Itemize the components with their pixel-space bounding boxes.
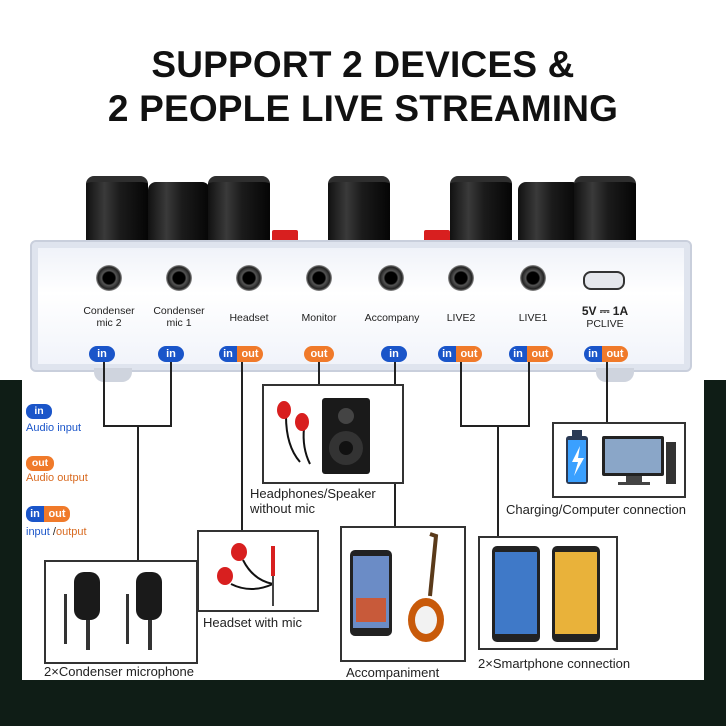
legend-audio-input: Audio input	[26, 422, 82, 434]
sound-card-back-panel	[30, 240, 692, 372]
knob-icon	[574, 176, 636, 244]
port-label-live1: LIVE1	[518, 312, 548, 324]
caption-mics: 2×Condenser microphone	[44, 664, 194, 679]
caption-headphones-sub: without mic	[250, 501, 316, 516]
charging-computer-box	[552, 422, 686, 498]
jack-condenser-mic-2	[96, 265, 122, 291]
jack-headset	[236, 265, 262, 291]
knob-icon	[328, 176, 390, 244]
smartphones-icon	[492, 546, 600, 642]
badge-in: in	[89, 346, 115, 362]
red-button-icon	[424, 230, 450, 242]
battery-computer-icon	[566, 430, 676, 485]
knob-icon	[208, 176, 270, 244]
headphones-speaker-box	[262, 384, 404, 484]
caption-charging: Charging/Computer connection	[506, 502, 686, 517]
smartphones-box	[478, 536, 618, 650]
headline-line-2: 2 PEOPLE LIVE STREAMING	[107, 88, 619, 129]
caption-accompaniment: Accompaniment	[346, 665, 440, 680]
badge-in: in	[381, 346, 407, 362]
jack-live1	[520, 265, 546, 291]
usb-c-port-icon	[583, 271, 625, 290]
headphones-speaker-icon	[277, 398, 370, 474]
device-foot	[94, 368, 132, 382]
badge-in: in	[158, 346, 184, 362]
port-label-headset: Headset	[229, 312, 269, 324]
jack-monitor	[306, 265, 332, 291]
knob-icon	[518, 182, 580, 244]
port-label-monitor: Monitor	[301, 312, 337, 324]
accompaniment-box	[340, 526, 466, 662]
caption-smartphones: 2×Smartphone connection	[478, 656, 631, 671]
legend-audio-output: Audio output	[26, 472, 88, 484]
headset-with-mic-icon	[217, 543, 275, 606]
badge-out: out	[304, 346, 334, 362]
headline-line-1: SUPPORT 2 DEVICES &	[151, 44, 575, 85]
port-label-accompany: Accompany	[364, 312, 420, 324]
legend-input-output: input /output	[26, 526, 87, 538]
phone-guitar-icon	[350, 532, 444, 642]
caption-headset: Headset with mic	[203, 615, 302, 630]
condenser-mics-box	[44, 560, 198, 664]
knob-icon	[148, 182, 210, 244]
legend-badge-in: in	[26, 404, 52, 419]
condenser-microphone-icon	[64, 572, 162, 650]
headset-box	[197, 530, 319, 612]
red-button-icon	[272, 230, 298, 242]
jack-live2	[448, 265, 474, 291]
port-label-live2: LIVE2	[446, 312, 476, 324]
jack-condenser-mic-1	[166, 265, 192, 291]
jack-accompany	[378, 265, 404, 291]
knob-icon	[450, 176, 512, 244]
caption-headphones: Headphones/Speaker	[250, 486, 376, 501]
knob-icon	[86, 176, 148, 244]
legend-badge-out: out	[26, 456, 54, 471]
device-foot	[596, 368, 634, 382]
